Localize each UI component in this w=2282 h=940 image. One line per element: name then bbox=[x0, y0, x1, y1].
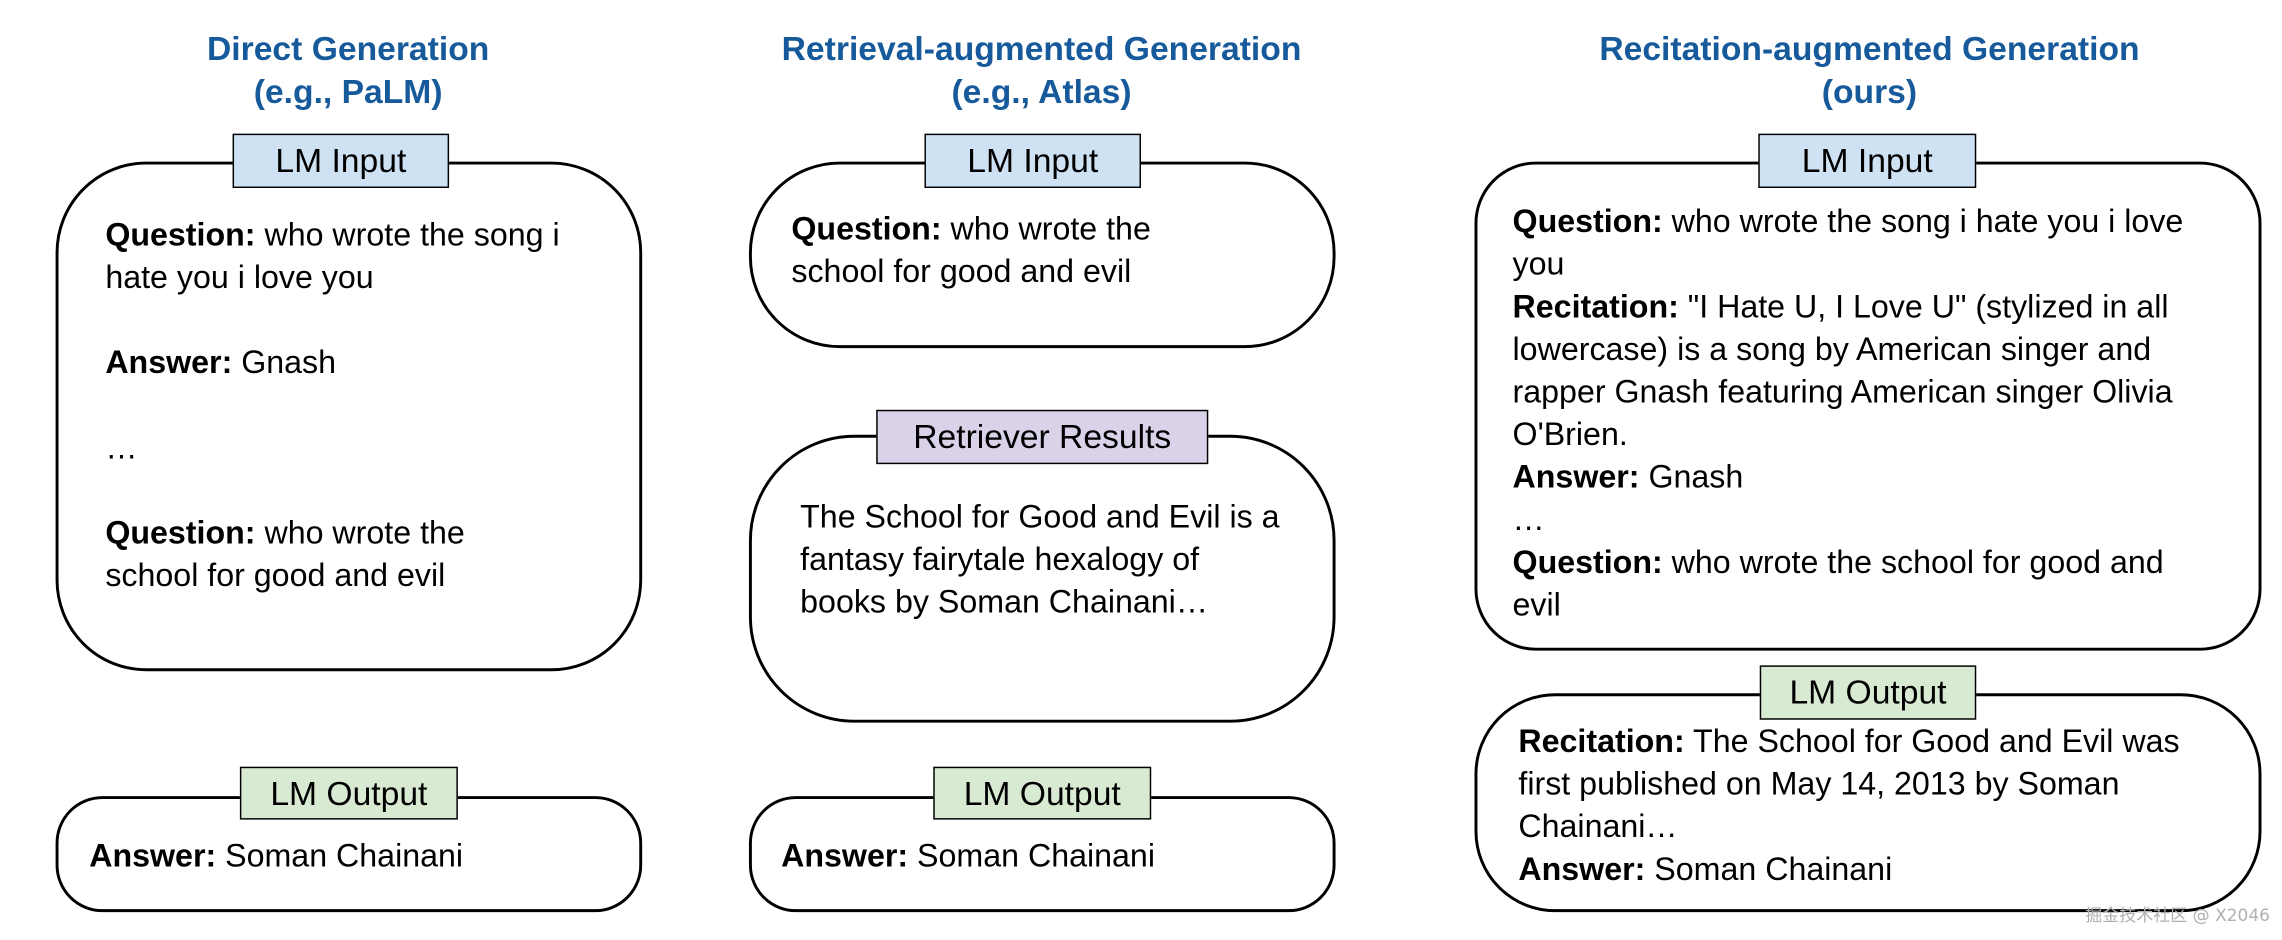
direct-lm-input-text: Question: who wrote the song i hate you … bbox=[105, 213, 610, 596]
retriever-results-box bbox=[748, 434, 1336, 723]
recitation-lm-input-text: Question: who wrote the song i hate you … bbox=[1513, 200, 2230, 626]
question-text: who wrote the school for good and evil bbox=[1512, 543, 2164, 623]
direct-lm-input-box bbox=[55, 161, 643, 672]
answer-text: Soman Chainani bbox=[908, 837, 1155, 874]
direct-question-2: Question: who wrote the school for good … bbox=[105, 511, 544, 596]
question-text: who wrote the song i hate you i love you bbox=[1512, 202, 2184, 283]
retrieval-lm-input-label: LM Input bbox=[924, 133, 1141, 189]
recitation-question-1: Question: who wrote the song i hate you … bbox=[1513, 200, 2201, 285]
answer-text: Soman Chainani bbox=[1645, 850, 1893, 888]
recitation-demo: Recitation: "I Hate U, I Love U" (styliz… bbox=[1513, 285, 2230, 455]
recitation-ellipsis: … bbox=[1512, 500, 1545, 538]
retrieval-generation-title: Retrieval-augmented Generation (e.g., At… bbox=[720, 28, 1364, 113]
question-label: Question: bbox=[791, 210, 942, 247]
question-label: Question: bbox=[1512, 543, 1663, 581]
direct-lm-input-label: LM Input bbox=[232, 133, 450, 189]
answer-text: Gnash bbox=[1639, 458, 1744, 495]
question-label: Question: bbox=[105, 514, 256, 551]
recitation-lm-input-box bbox=[1474, 161, 2262, 651]
watermark: 掘金技术社区 @ X2046 bbox=[2085, 906, 2270, 926]
direct-answer-1: Answer: Gnash bbox=[105, 341, 610, 384]
retrieval-lm-input-text: Question: who wrote the school for good … bbox=[791, 207, 1215, 292]
question-text: who wrote the school for good and evil bbox=[105, 514, 465, 594]
retrieval-lm-input-box bbox=[748, 161, 1336, 349]
recitation-generation-title-line2: (ours) bbox=[1821, 71, 1918, 111]
retrieval-lm-output-label: LM Output bbox=[933, 766, 1152, 820]
answer-label: Answer: bbox=[781, 837, 909, 874]
question-text: who wrote the song i hate you i love you bbox=[105, 215, 560, 296]
answer-label: Answer: bbox=[1518, 850, 1646, 888]
recitation-answer-1: Answer: Gnash bbox=[1513, 455, 2230, 498]
direct-question-1: Question: who wrote the song i hate you … bbox=[105, 213, 610, 298]
retriever-results-label: Retriever Results bbox=[876, 409, 1209, 465]
direct-generation-title-line1: Direct Generation bbox=[206, 29, 490, 68]
direct-generation-title-line2: (e.g., PaLM) bbox=[253, 71, 443, 111]
recitation-lm-output-text: Recitation: The School for Good and Evil… bbox=[1518, 720, 2206, 890]
answer-label: Answer: bbox=[1512, 458, 1640, 495]
recitation-generation-title-line1: Recitation-augmented Generation bbox=[1599, 29, 2140, 68]
recitation-text: The School for Good and Evil was first p… bbox=[1518, 722, 2180, 845]
recitation-generation-title: Recitation-augmented Generation (ours) bbox=[1545, 28, 2194, 113]
question-label: Question: bbox=[1512, 202, 1663, 240]
direct-lm-output-label: LM Output bbox=[239, 766, 458, 820]
retrieval-lm-output-text: Answer: Soman Chainani bbox=[781, 834, 1322, 877]
recitation-text: "I Hate U, I Love U" (stylized in all lo… bbox=[1512, 287, 2173, 453]
recitation-lm-output-label: LM Output bbox=[1759, 665, 1977, 720]
direct-lm-output-text: Answer: Soman Chainani bbox=[89, 834, 630, 877]
recitation-output-answer: Answer: Soman Chainani bbox=[1518, 847, 2206, 890]
question-text: who wrote the school for good and evil bbox=[791, 210, 1151, 290]
answer-label: Answer: bbox=[105, 343, 233, 381]
recitation-label: Recitation: bbox=[1512, 287, 1679, 325]
retrieval-generation-title-line2: (e.g., Atlas) bbox=[951, 71, 1132, 111]
question-label: Question: bbox=[105, 215, 256, 253]
recitation-question-2: Question: who wrote the school for good … bbox=[1513, 541, 2186, 626]
recitation-lm-input-label: LM Input bbox=[1758, 133, 1977, 189]
direct-generation-title: Direct Generation (e.g., PaLM) bbox=[56, 28, 641, 113]
recitation-output-recitation: Recitation: The School for Good and Evil… bbox=[1518, 720, 2206, 848]
retrieval-generation-title-line1: Retrieval-augmented Generation bbox=[781, 29, 1302, 68]
direct-ellipsis: … bbox=[105, 428, 138, 466]
answer-text: Soman Chainani bbox=[216, 837, 464, 874]
retriever-results-text: The School for Good and Evil is a fantas… bbox=[800, 497, 1280, 620]
answer-label: Answer: bbox=[89, 837, 217, 874]
answer-text: Gnash bbox=[232, 343, 337, 381]
recitation-label: Recitation: bbox=[1518, 722, 1685, 760]
